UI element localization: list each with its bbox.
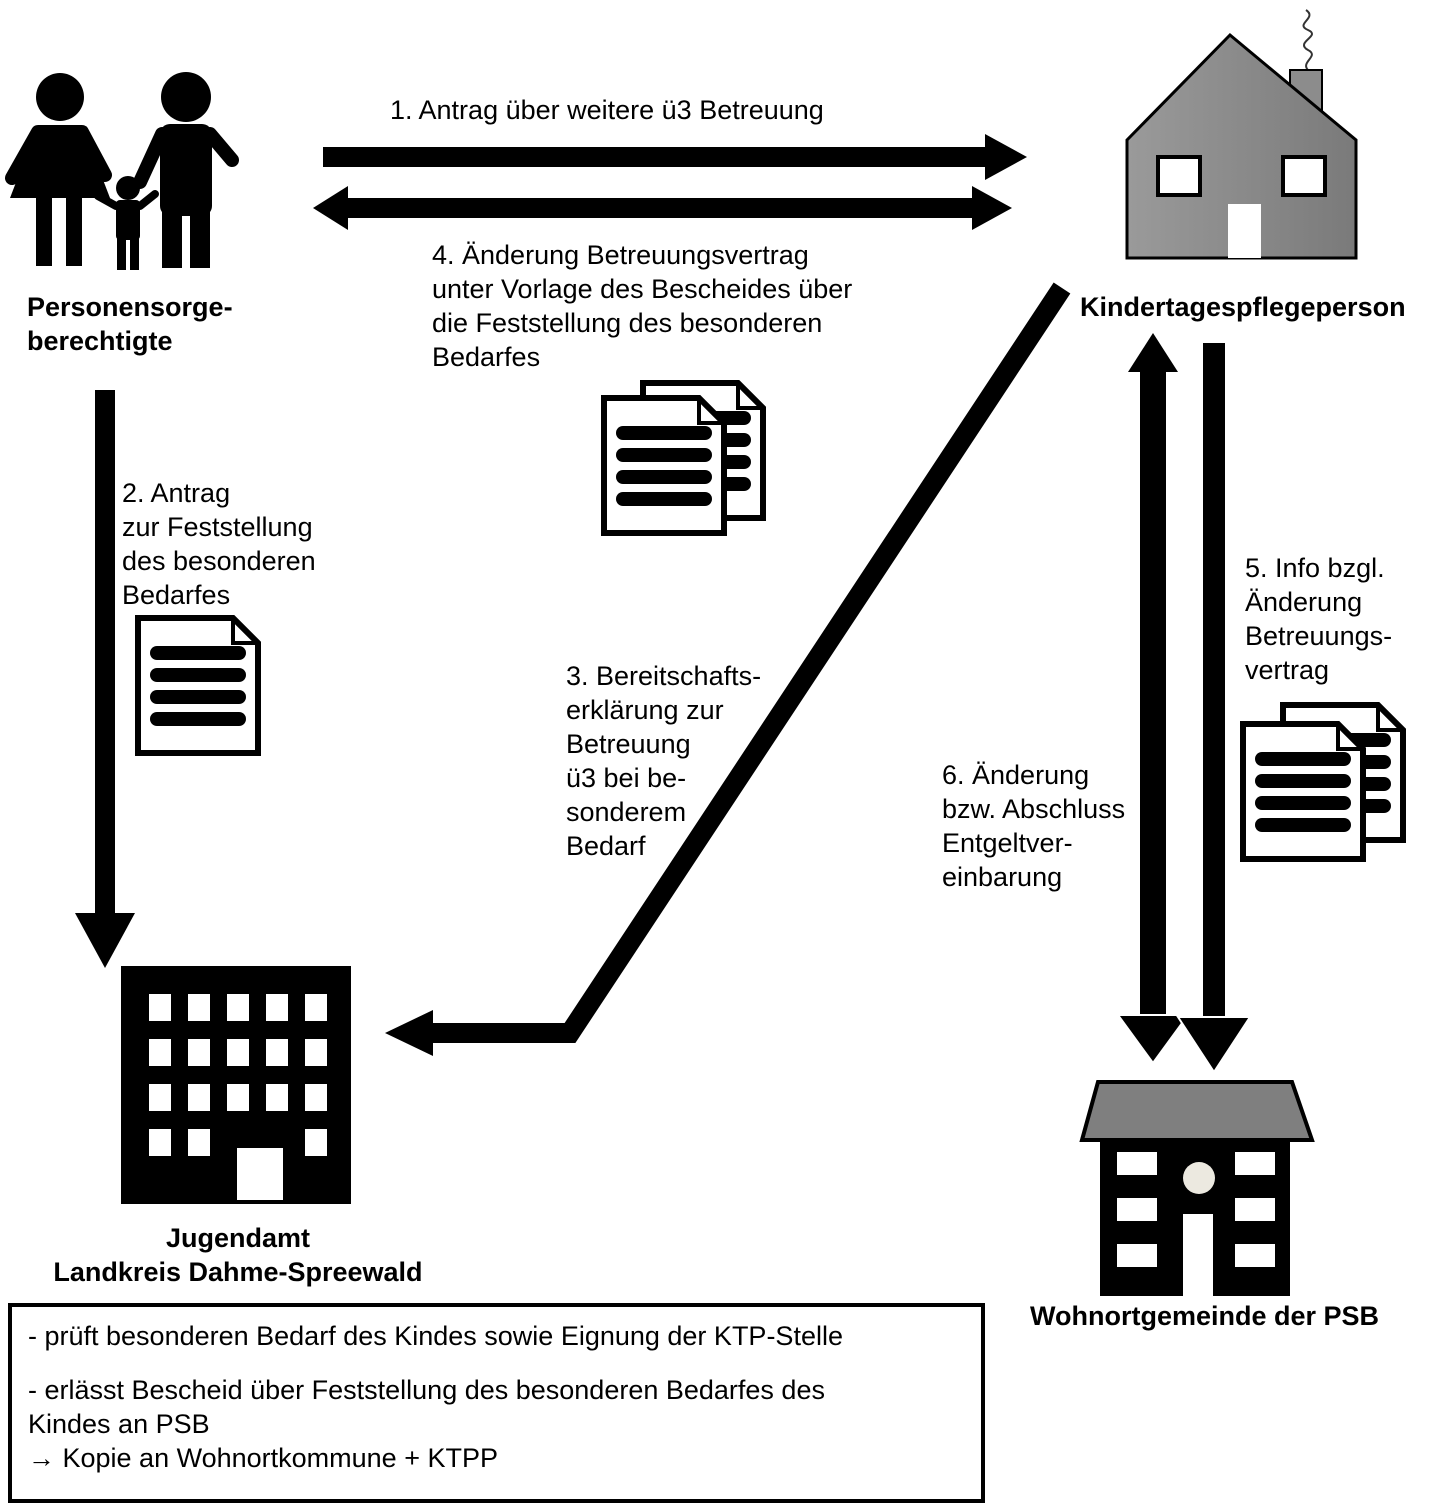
node-label-youth-office: Jugendamt Landkreis Dahme-Spreewald [53, 1223, 423, 1287]
note-decision: - erlässt Bescheid über Feststellung des… [28, 1375, 825, 1439]
node-label-municipality: Wohnortgemeinde der PSB [1030, 1301, 1380, 1331]
step-label-1: 1. Antrag über weitere ü3 Betreuung [390, 95, 824, 125]
arrow-step6 [1116, 333, 1190, 1065]
document-icon [138, 618, 258, 753]
town-hall-icon [1079, 1080, 1315, 1296]
step-label-5: 5. Info bzgl. Änderung Betreuungs- vertr… [1245, 553, 1393, 685]
house-icon [1125, 9, 1358, 260]
office-building-icon [121, 966, 351, 1204]
node-label-parents: Personensorge- berechtigte [27, 292, 233, 356]
arrow-step4 [313, 186, 1012, 230]
note-copy: → Kopie an Wohnortkommune + KTPP [28, 1443, 498, 1473]
node-label-daycare: Kindertagespflegeperson [1080, 292, 1406, 322]
arrow-step3 [385, 282, 1071, 1056]
family-icon [5, 72, 239, 270]
step-label-6: 6. Änderung bzw. Abschluss Entgeltver- e… [942, 760, 1126, 892]
documents-stack-icon [604, 383, 763, 533]
documents-stack-icon [1243, 705, 1403, 859]
step-label-2: 2. Antrag zur Feststellung des besondere… [122, 478, 316, 610]
arrow-step5 [1176, 341, 1252, 1074]
arrow-step2 [75, 390, 135, 968]
step-label-3: 3. Bereitschafts- erklärung zur Betreuun… [566, 661, 762, 861]
note-check: - prüft besonderen Bedarf des Kindes sow… [28, 1321, 843, 1351]
arrow-step1 [323, 134, 1027, 180]
notes-box: - prüft besonderen Bedarf des Kindes sow… [8, 1303, 985, 1503]
step-label-4: 4. Änderung Betreuungsvertrag unter Vorl… [432, 240, 853, 372]
